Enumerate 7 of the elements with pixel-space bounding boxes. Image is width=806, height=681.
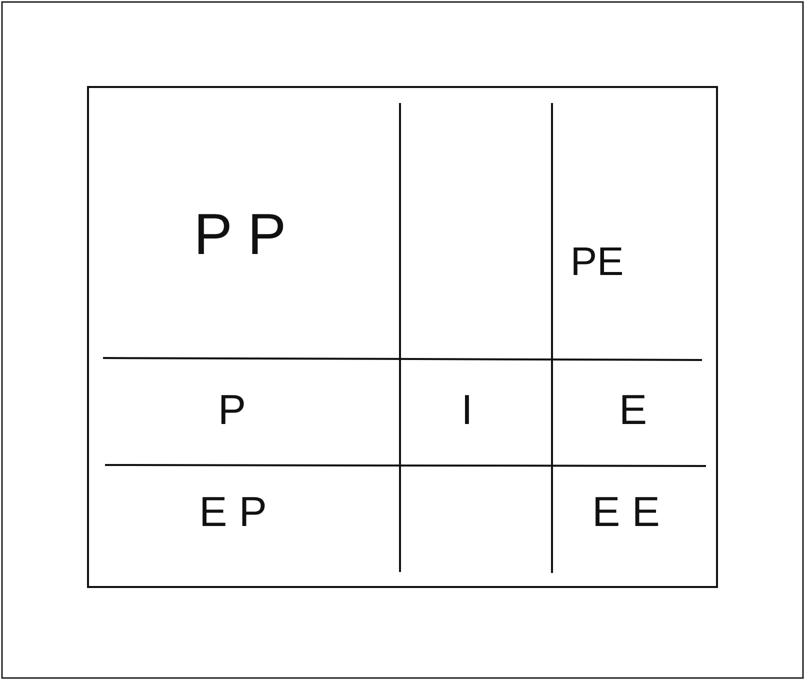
cell-text: I	[461, 389, 473, 431]
cell-text: P P	[194, 206, 286, 264]
cell-text: E E	[592, 491, 660, 533]
cell-text: PE	[570, 242, 624, 282]
cell-text: P	[218, 389, 246, 431]
cell-text: E	[619, 389, 647, 431]
cell-text: E P	[199, 491, 267, 533]
